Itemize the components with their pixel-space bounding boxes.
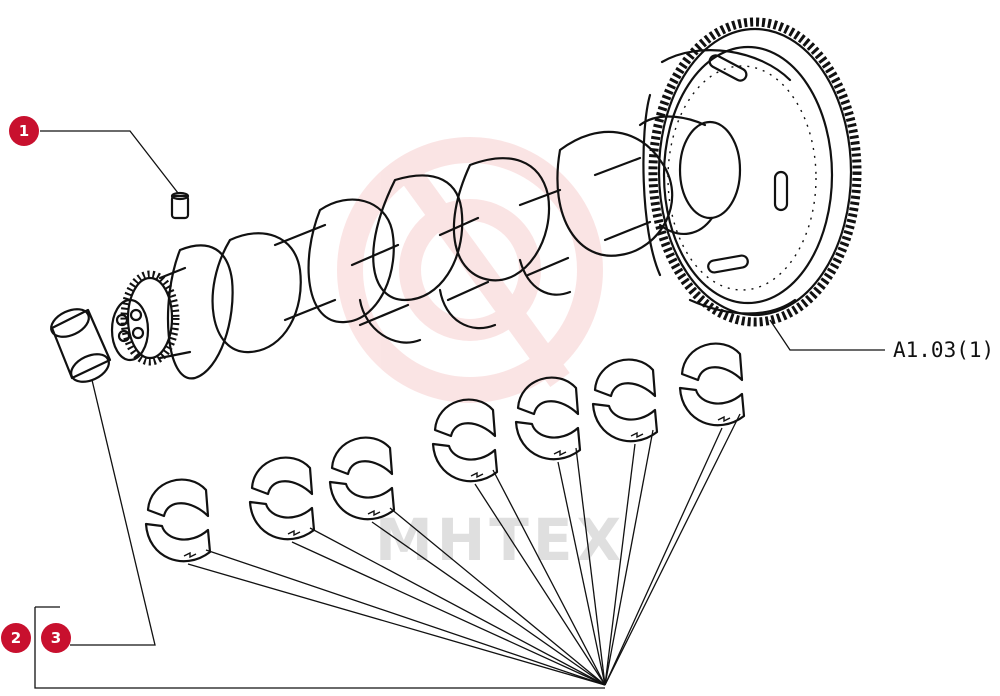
pilot-bushing (50, 308, 112, 383)
bearing-leader-line (371, 521, 606, 686)
callout-2-label: 2 (11, 629, 21, 647)
bearing-shell (431, 398, 499, 483)
bearing-leader-line (389, 507, 606, 686)
callout-3-label: 3 (51, 629, 61, 647)
callout-1[interactable]: 1 (9, 116, 39, 146)
watermark-logo (337, 137, 603, 403)
bearing-leader-line (604, 413, 741, 686)
bearing-leader-line (309, 527, 606, 686)
bearing-leader-line (604, 443, 636, 686)
bearing-leader-line (575, 447, 606, 686)
reference-label: A1.03(1) (893, 338, 994, 362)
bearing-leader-line (291, 541, 606, 686)
main-bearing-shells (144, 342, 746, 563)
bearing-shell (678, 342, 746, 427)
leader-lines (34, 130, 885, 689)
bearing-leader-line (492, 469, 606, 686)
bearing-shell (144, 478, 212, 563)
dowel-pin (170, 191, 190, 220)
bearing-shell (514, 376, 582, 461)
bearing-leader-line (205, 549, 606, 686)
bearing-shell (328, 436, 396, 521)
bearing-leader-line (557, 461, 606, 686)
bearing-leader-line (474, 483, 606, 686)
callout-3[interactable]: 3 (41, 623, 71, 653)
bearing-shell (591, 358, 659, 443)
bearing-shell (248, 456, 316, 541)
bearing-leader-line (604, 427, 723, 686)
flywheel (642, 17, 862, 327)
callout-2[interactable]: 2 (1, 623, 31, 653)
callout-1-label: 1 (19, 122, 29, 140)
crankshaft (110, 115, 742, 380)
bearing-leader-line (187, 563, 606, 686)
watermark-text: MHTEX (375, 506, 625, 574)
bearing-leader-line (604, 429, 654, 686)
